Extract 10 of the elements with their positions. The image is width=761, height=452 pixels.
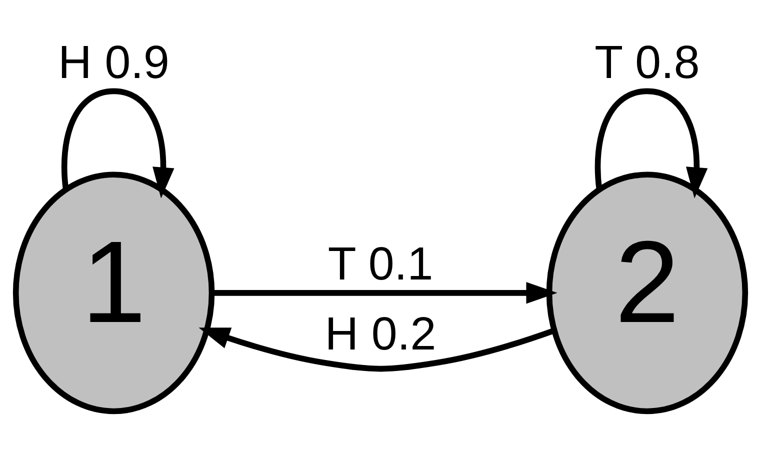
edge-label: H 0.9 — [58, 36, 170, 88]
edge-label: T 0.1 — [328, 238, 434, 290]
edge-label: H 0.2 — [324, 308, 436, 360]
node-ellipse: 1 — [12, 172, 215, 414]
arrow — [212, 282, 558, 304]
arrow — [198, 328, 555, 372]
arrow — [61, 88, 174, 198]
node-ellipse: 2 — [546, 172, 748, 414]
arrow — [594, 88, 708, 198]
edge-label: T 0.8 — [594, 36, 700, 88]
